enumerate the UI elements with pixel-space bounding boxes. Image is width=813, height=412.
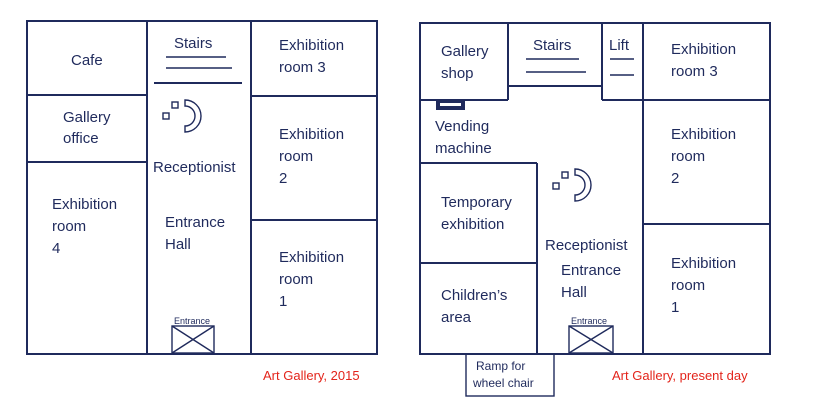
exhibition-room-3-label: room 3 (671, 63, 718, 80)
exhibition-room-3-label: Exhibition (671, 41, 736, 58)
temporary-exhibition-label: exhibition (441, 216, 504, 233)
entrance-label: Entrance (571, 316, 607, 326)
entrance-door-icon (568, 325, 614, 354)
stairs-label: Stairs (174, 35, 212, 52)
exhibition-room-3-label: room 3 (279, 59, 326, 76)
cafe-label: Cafe (71, 52, 103, 69)
gallery-office-label: Gallery (63, 109, 111, 126)
stairs-label: Stairs (533, 37, 571, 54)
entrance-hall-label: Hall (561, 284, 587, 301)
temporary-exhibition-label: Temporary (441, 194, 512, 211)
plan-present-day: Gallery shop Vending machine Stairs Lift… (419, 22, 771, 397)
exhibition-room-1-label: room (671, 277, 705, 294)
caption-2015: Art Gallery, 2015 (263, 368, 360, 383)
wheelchair-ramp (465, 353, 555, 397)
vending-machine-label: machine (435, 140, 492, 157)
entrance-label: Entrance (174, 316, 210, 326)
entrance-hall-label: Entrance (165, 214, 225, 231)
exhibition-room-1-label: Exhibition (671, 255, 736, 272)
ramp-label: Ramp for (476, 359, 525, 373)
exhibition-room-1-label: 1 (671, 299, 679, 316)
exhibition-room-2-label: room (279, 148, 313, 165)
exhibition-room-2-label: 2 (671, 170, 679, 187)
exhibition-room-1-label: room (279, 271, 313, 288)
ramp-label: wheel chair (472, 376, 534, 390)
gallery-office-label: office (63, 130, 99, 147)
gallery-shop-label: Gallery (441, 43, 489, 60)
exhibition-room-3-label: Exhibition (279, 37, 344, 54)
caption-present-day: Art Gallery, present day (612, 368, 748, 383)
reception-desk-icon (162, 99, 202, 133)
exhibition-room-2-label: Exhibition (279, 126, 344, 143)
plan-present-outline (419, 22, 771, 355)
receptionist-label: Receptionist (153, 159, 236, 176)
exhibition-room-2-label: 2 (279, 170, 287, 187)
childrens-area-label: Children’s (441, 287, 507, 304)
lift-label: Lift (609, 37, 630, 54)
gallery-shop-label: shop (441, 65, 474, 82)
exhibition-room-4-label: room (52, 218, 86, 235)
exhibition-room-4-label: Exhibition (52, 196, 117, 213)
vending-machine-slot (440, 103, 461, 106)
childrens-area-label: area (441, 309, 472, 326)
reception-desk-icon (552, 168, 592, 202)
exhibition-room-2-label: room (671, 148, 705, 165)
plan-2015: Cafe Gallery office Exhibition room 4 St… (26, 20, 378, 383)
exhibition-room-2-label: Exhibition (671, 126, 736, 143)
exhibition-room-1-label: Exhibition (279, 249, 344, 266)
entrance-hall-label: Entrance (561, 262, 621, 279)
entrance-hall-label: Hall (165, 236, 191, 253)
exhibition-room-4-label: 4 (52, 240, 60, 257)
vending-machine-label: Vending (435, 118, 489, 135)
receptionist-label: Receptionist (545, 237, 628, 254)
exhibition-room-1-label: 1 (279, 293, 287, 310)
entrance-door-icon (171, 325, 215, 354)
plan-2015-outline (26, 20, 378, 355)
